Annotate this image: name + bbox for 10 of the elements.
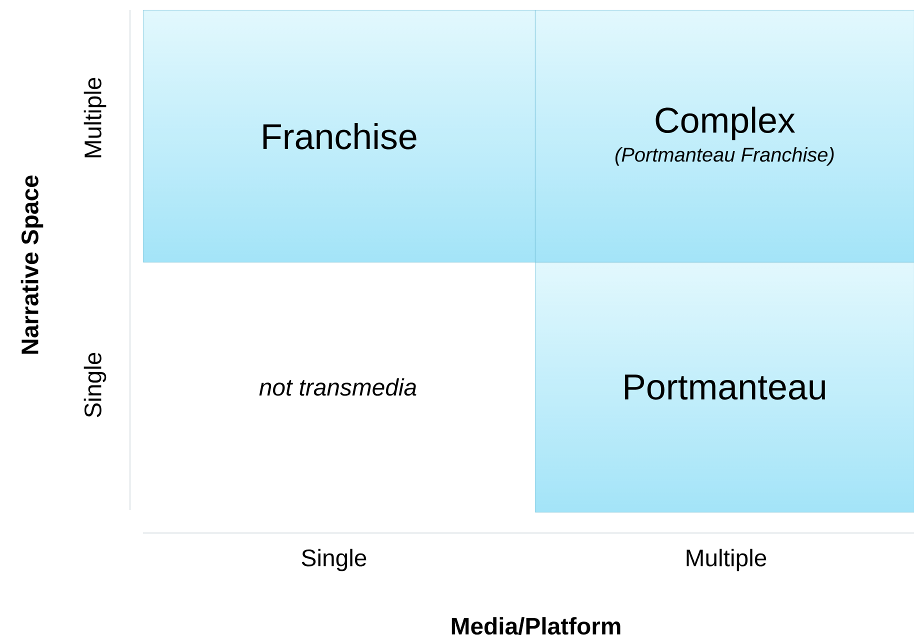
axis-tick-label: Single xyxy=(302,548,366,572)
quadrant-box: Portmanteau xyxy=(535,262,914,512)
quadrant-box: Franchise xyxy=(143,10,536,262)
quadrant-box: Complex (Portmanteau Franchise) xyxy=(535,10,914,262)
axis-title: Media/Platform xyxy=(452,617,620,635)
quadrant-label: not transmedia xyxy=(259,378,416,396)
axis-tick-label: Multiple xyxy=(84,78,106,158)
axis-tick-label: Multiple xyxy=(686,548,766,572)
axis-title: Narrative Space xyxy=(20,175,44,354)
axis-tick-label: Single xyxy=(84,352,106,418)
